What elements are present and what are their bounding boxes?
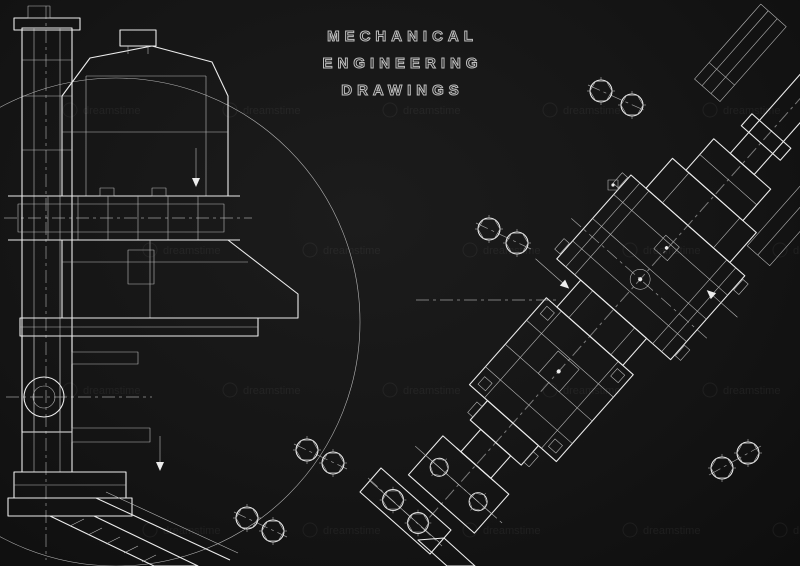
bolt-pair-2: [474, 214, 532, 258]
bolt-pair-1: [586, 76, 647, 120]
bolt-pair-4: [232, 503, 288, 546]
left-assembly-drawing: [0, 5, 361, 566]
bracket-subassembly: [359, 467, 476, 566]
reference-mark: [607, 179, 619, 191]
bolt-pair-5: [707, 438, 763, 483]
right-assembly-drawing: [407, 3, 800, 534]
bolt-pair-3: [292, 435, 348, 478]
